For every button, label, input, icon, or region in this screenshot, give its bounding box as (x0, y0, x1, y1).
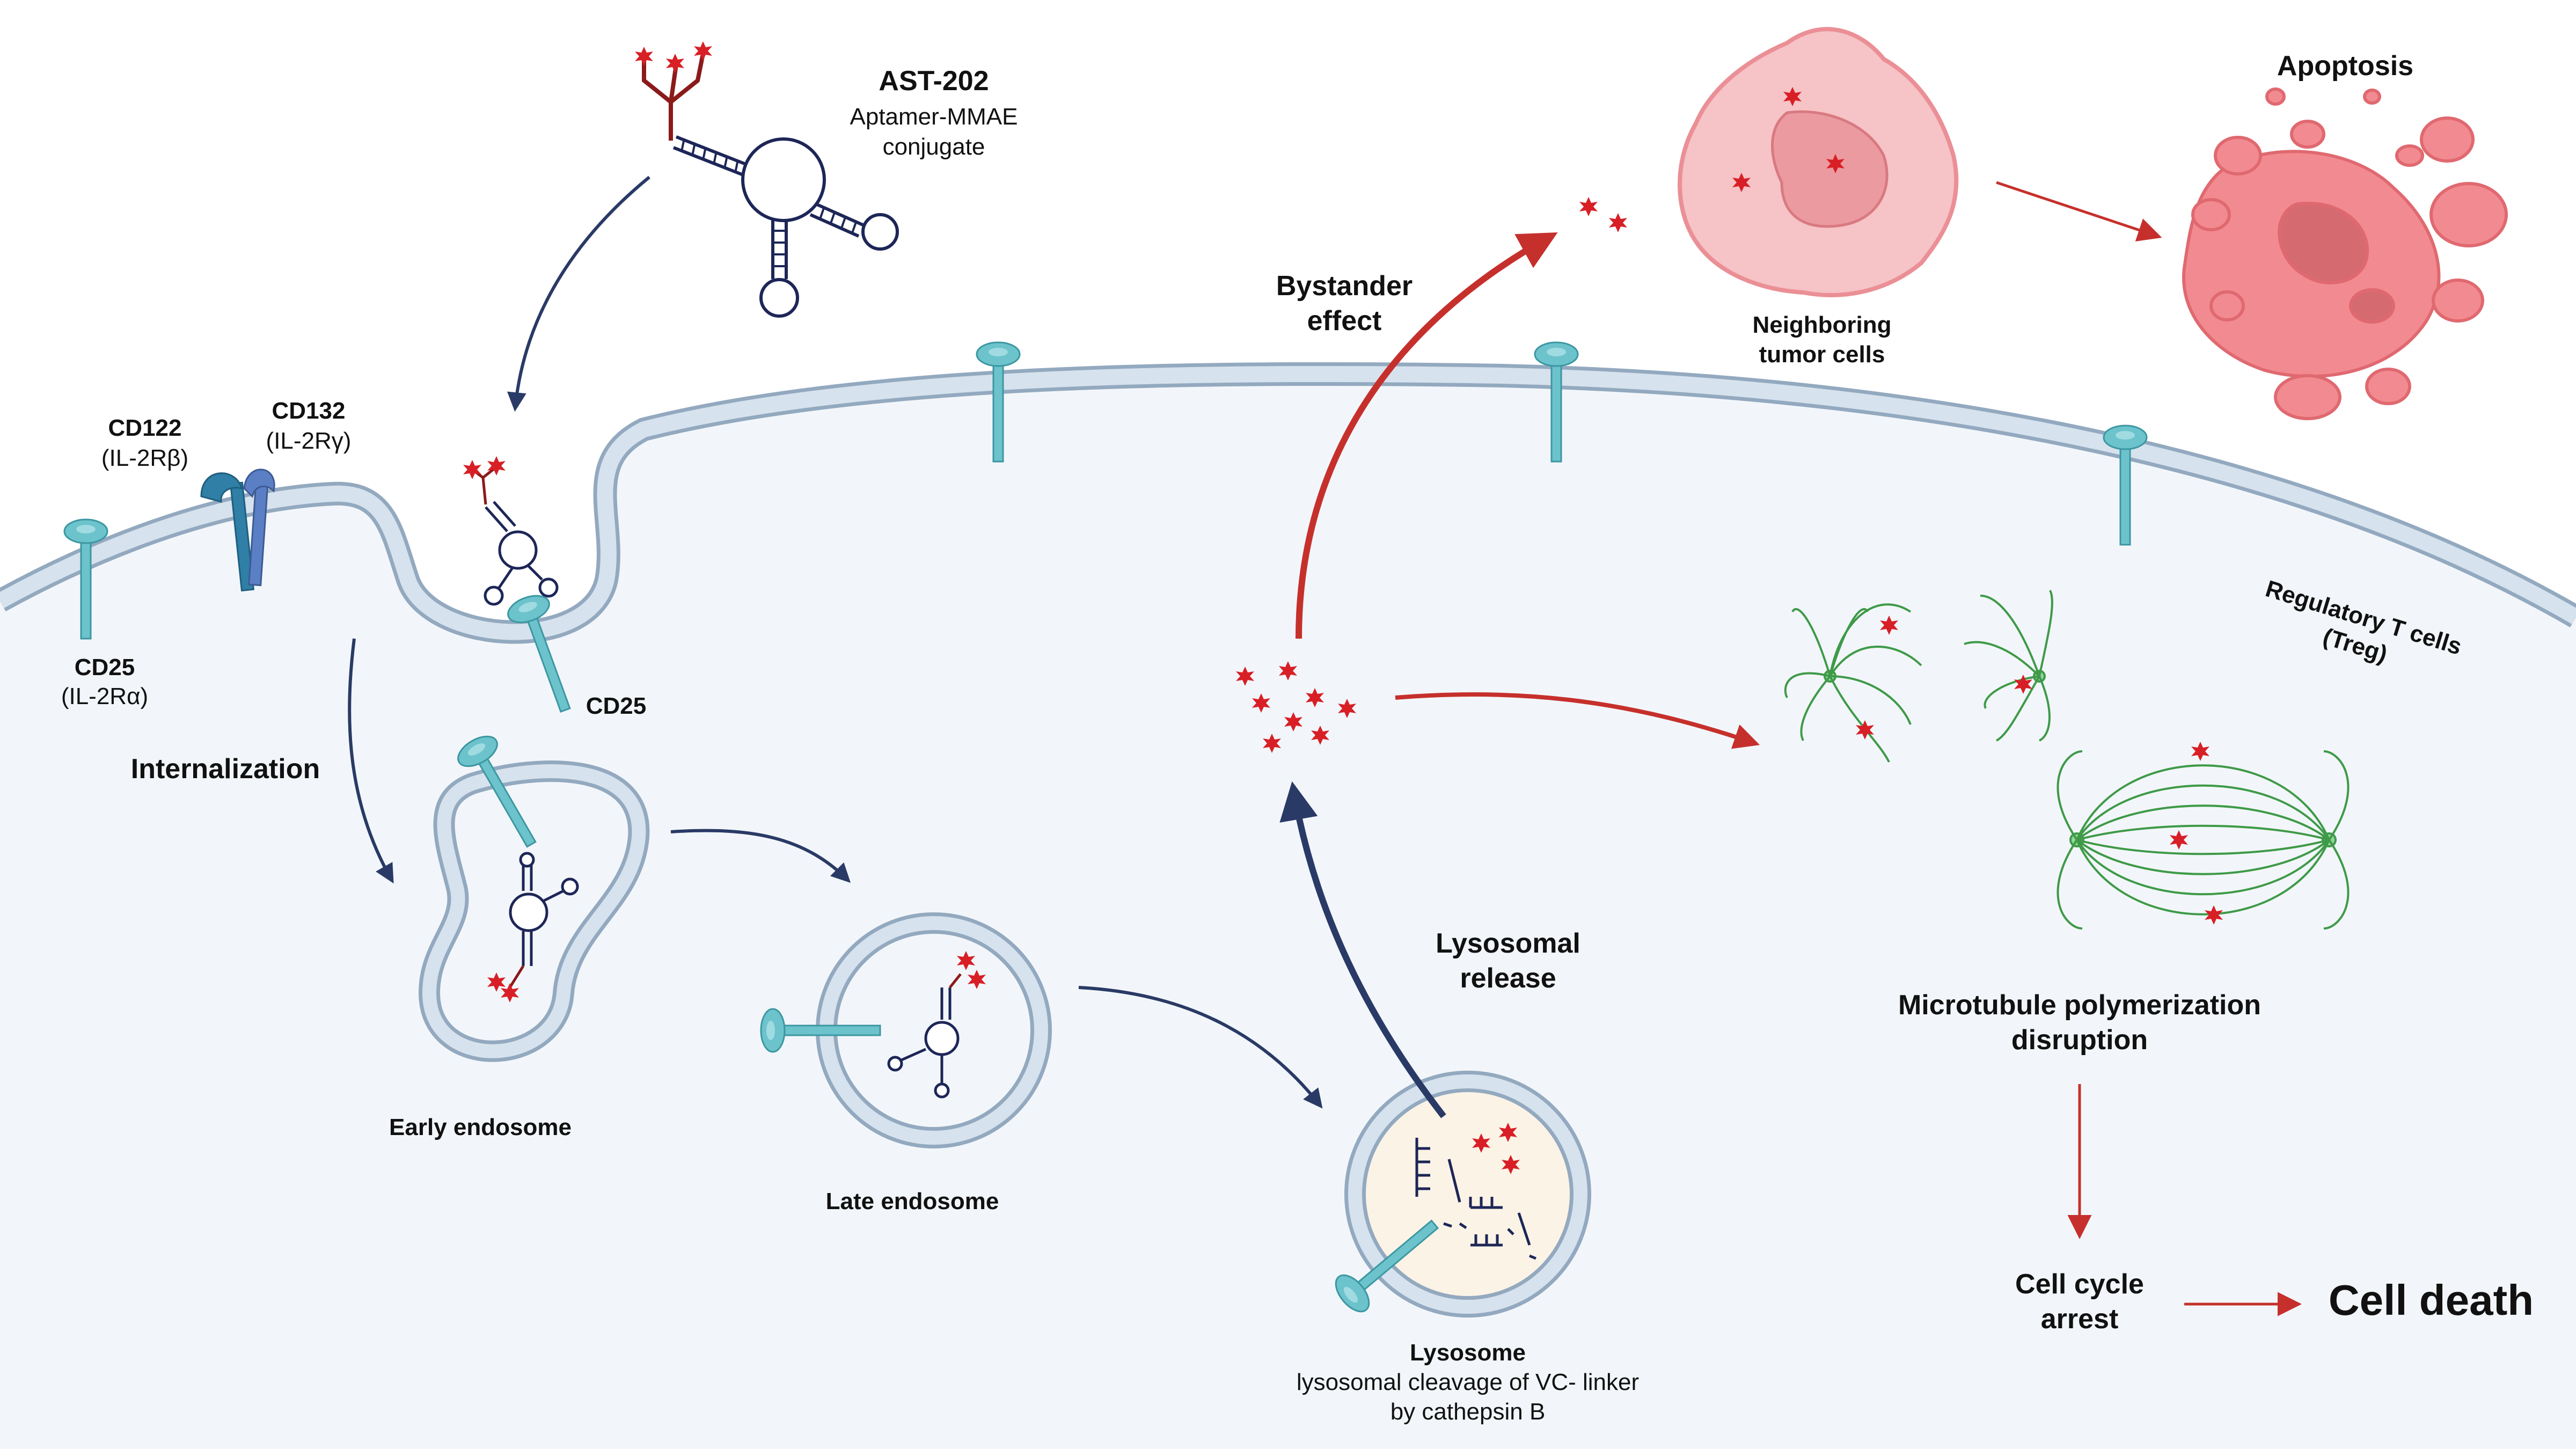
mmae-payload (1609, 213, 1627, 232)
cd132-label: CD132 (272, 398, 346, 424)
arrow-to-apoptosis (1996, 181, 2162, 241)
late-endosome (760, 912, 1052, 1148)
cell-death-label: Cell death (2329, 1276, 2534, 1324)
bound-aptamer (471, 466, 559, 606)
arrow-lysosomal-release (1279, 781, 1446, 1118)
flow-arrows (348, 175, 2302, 1316)
mmae-payload (463, 460, 481, 479)
arrow-internalization (348, 638, 394, 884)
microtubule-line2: disruption (2011, 1024, 2148, 1056)
neighboring-line2: tumor cells (1759, 341, 1885, 368)
arrow-to-membrane (507, 175, 650, 412)
mmae-payload (635, 47, 653, 66)
internalization-label: Internalization (131, 753, 320, 785)
mitotic-spindle-metaphase (2057, 750, 2350, 930)
cd132-sub-label: (IL-2Rγ) (266, 428, 352, 454)
microtubule-line1: Microtubule polymerization (1898, 990, 2261, 1021)
labels: AST-202 Aptamer-MMAE conjugate CD122 (IL… (61, 50, 2534, 1425)
cd122-cd132-receptor (200, 469, 275, 592)
arrow-to-late-endosome (670, 829, 851, 883)
neighboring-line1: Neighboring (1752, 312, 1891, 338)
bystander-line2: effect (1307, 305, 1382, 336)
neighboring-tumor-cell (1678, 27, 1959, 297)
cd122-label: CD122 (108, 415, 182, 441)
mmae-payload (666, 54, 684, 73)
lysosomal-release-line2: release (1460, 963, 1556, 994)
bystander-line1: Bystander (1276, 270, 1413, 302)
lysosome-line1: lysosomal cleavage of VC- linker (1297, 1369, 1639, 1395)
cell-interior (0, 374, 2576, 1449)
late-endosome-label: Late endosome (826, 1188, 999, 1214)
apoptosis-label: Apoptosis (2277, 50, 2413, 82)
mitotic-spindle (1964, 590, 2053, 742)
cd25-label: CD25 (75, 654, 135, 680)
mitotic-spindle (1784, 603, 1922, 763)
lysosomal-release-line1: Lysosomal (1436, 928, 1580, 959)
ast202-aptamer-conjugate (642, 53, 899, 318)
early-endosome-label: Early endosome (389, 1114, 572, 1140)
cell-cycle-line1: Cell cycle (2015, 1269, 2144, 1300)
lysosome (1328, 1071, 1591, 1319)
cell-membrane (0, 362, 2576, 1449)
apoptotic-cell (2182, 87, 2508, 420)
mmae-payload (1579, 197, 1598, 216)
cd25-internal-label: CD25 (586, 693, 647, 719)
early-endosome (418, 729, 650, 1062)
lysosome-title: Lysosome (1410, 1340, 1526, 1366)
cd25-sub-label: (IL-2Rα) (61, 683, 148, 709)
arrow-to-spindle (1395, 692, 1760, 749)
arrow-to-lysosome (1078, 986, 1323, 1109)
lysosome-line2: by cathepsin B (1391, 1399, 1546, 1425)
cd122-sub-label: (IL-2Rβ) (101, 445, 188, 471)
cell-cycle-line2: arrest (2041, 1304, 2119, 1335)
drug-subtitle-line1: Aptamer-MMAE (850, 104, 1018, 130)
arrow-bystander (1296, 232, 1558, 639)
drug-subtitle-line2: conjugate (883, 134, 985, 160)
mmae-payload (694, 41, 712, 61)
drug-name: AST-202 (879, 65, 989, 97)
